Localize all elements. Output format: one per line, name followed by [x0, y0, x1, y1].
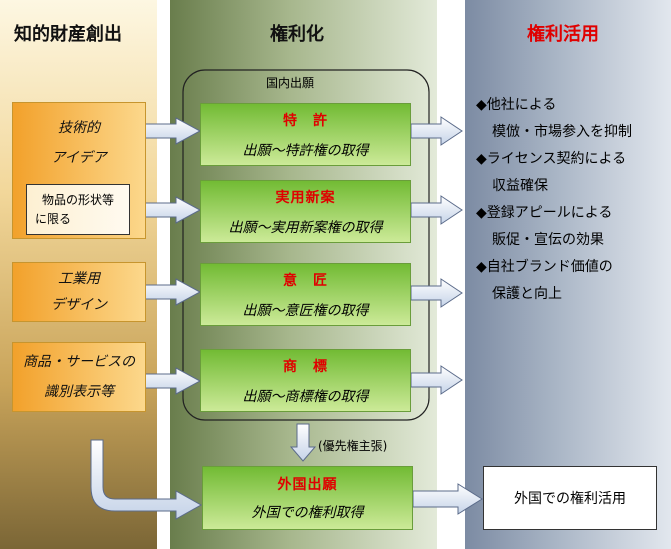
limited-shape-line1: 物品の形状等 [41, 192, 114, 207]
limited-shape-box: 物品の形状等 に限る [26, 184, 130, 235]
arrow-idea-patent [144, 117, 202, 145]
industrial-design-line2: デザイン [51, 297, 107, 313]
arrow-foreign-out [412, 483, 483, 515]
foreign-filing-box: 外国出願 外国での権利取得 [202, 466, 413, 530]
product-service-line2: 識別表示等 [44, 384, 114, 400]
patent-box: 特 許 出願～特許権の取得 [200, 103, 411, 166]
product-service-box: 商品・サービスの 識別表示等 [12, 342, 146, 412]
benefit-2-line2: 収益確保 [492, 178, 548, 194]
trademark-box: 商 標 出願～商標権の取得 [200, 349, 411, 412]
arrow-trademark-right [144, 367, 202, 395]
patent-title: 特 許 [283, 112, 328, 129]
arrow-elbow-foreign [90, 439, 203, 520]
trademark-title: 商 標 [283, 358, 328, 375]
benefit-1-line2: 模倣・市場参入を抑制 [492, 124, 632, 140]
benefit-3-line2: 販促・宣伝の効果 [492, 232, 604, 248]
design-right-subtitle: 出願～意匠権の取得 [242, 302, 369, 319]
utilization-column-bg [465, 0, 671, 549]
utilization-heading: 権利活用 [527, 24, 599, 45]
utility-model-subtitle: 出願～実用新案権の取得 [228, 219, 383, 236]
benefit-4-line1: ◆自社ブランド価値の [476, 259, 613, 275]
arrow-design-out [410, 278, 463, 308]
foreign-filing-title: 外国出願 [277, 477, 338, 493]
technical-idea-line2: アイデア [51, 150, 107, 166]
arrow-priority-down [289, 423, 317, 462]
design-right-box: 意 匠 出願～意匠権の取得 [200, 263, 411, 326]
industrial-design-box: 工業用 デザイン [12, 262, 146, 322]
utility-model-title: 実用新案 [275, 189, 336, 206]
priority-claim-label: (優先権主張) [318, 439, 388, 453]
arrow-design-right [144, 278, 202, 306]
domestic-filing-label: 国内出願 [266, 76, 315, 90]
foreign-use-box: 外国での権利活用 [483, 466, 657, 530]
benefit-1-line1: ◆他社による [476, 97, 557, 113]
foreign-filing-subtitle: 外国での権利取得 [251, 505, 364, 521]
arrow-patent-out [410, 116, 463, 146]
benefit-list: ◆他社による 模倣・市場参入を抑制 ◆ライセンス契約による 収益確保 ◆登録アピ… [476, 92, 632, 308]
arrow-utility-out [410, 195, 463, 225]
domestic-filing-frame [182, 69, 430, 421]
industrial-design-line1: 工業用 [58, 271, 100, 287]
patent-subtitle: 出願～特許権の取得 [242, 142, 369, 159]
technical-idea-line1: 技術的 [58, 120, 100, 136]
foreign-use-text: 外国での権利活用 [514, 491, 626, 507]
limited-shape-line2: に限る [35, 211, 72, 226]
design-right-title: 意 匠 [283, 272, 328, 289]
arrow-trademark-out [410, 365, 463, 395]
benefit-4-line2: 保護と向上 [492, 286, 562, 302]
benefit-3-line1: ◆登録アピールによる [476, 205, 613, 221]
product-service-line1: 商品・サービスの [23, 354, 135, 370]
rights-heading: 権利化 [270, 24, 324, 45]
benefit-2-line1: ◆ライセンス契約による [476, 151, 627, 167]
utility-model-box: 実用新案 出願～実用新案権の取得 [200, 180, 411, 243]
creation-heading: 知的財産創出 [14, 24, 122, 45]
trademark-subtitle: 出願～商標権の取得 [242, 388, 369, 405]
